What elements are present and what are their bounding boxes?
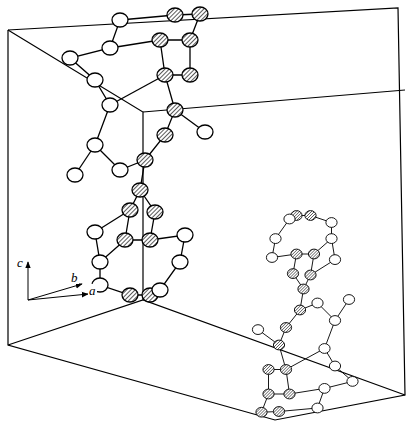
unit-cell	[8, 8, 405, 420]
molecule	[252, 211, 358, 418]
axis-arrows	[28, 262, 88, 300]
axis-label: a	[88, 284, 97, 297]
axis-label: c	[16, 256, 24, 269]
axis-label: b	[70, 271, 79, 284]
molecule	[62, 7, 213, 302]
